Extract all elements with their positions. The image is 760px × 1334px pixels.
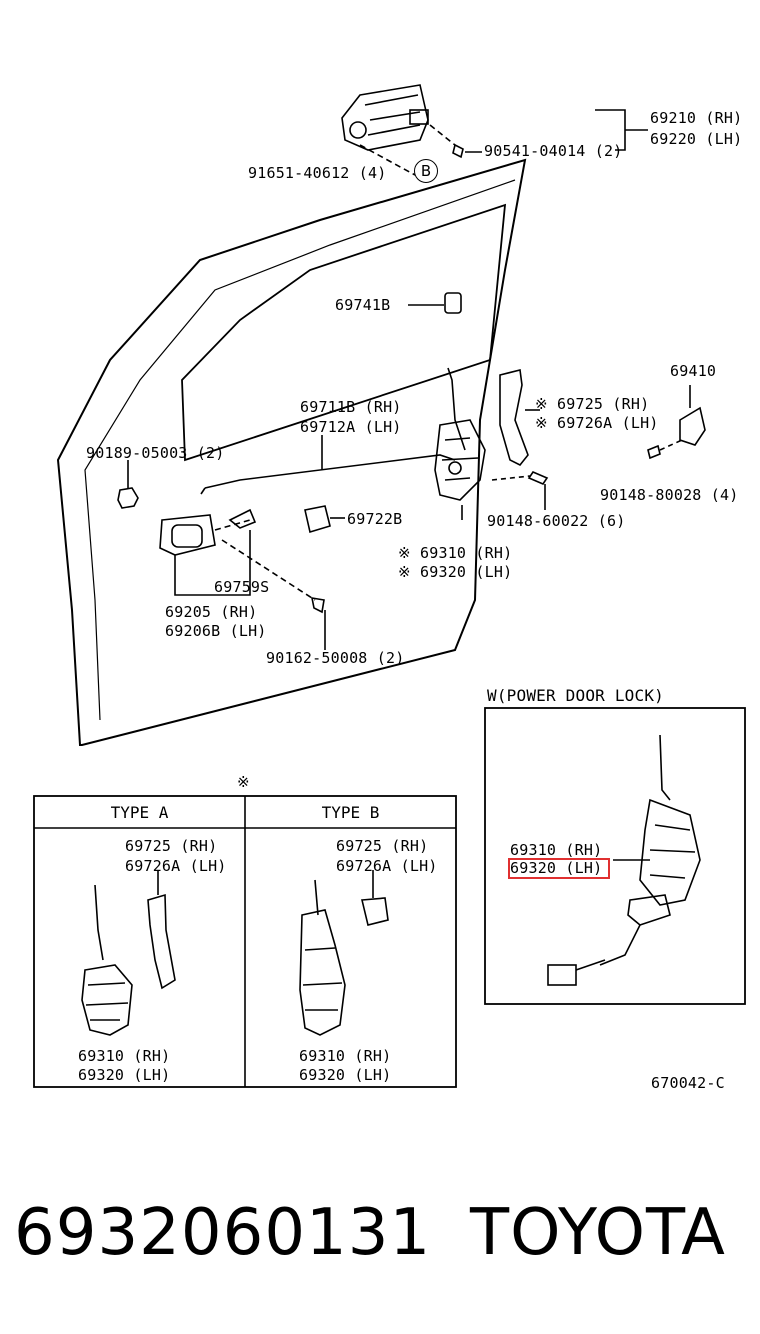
label-tb-guide-lh: 69726A (LH) — [336, 857, 438, 875]
clip-90189 — [117, 460, 139, 509]
screw-90148-6 — [491, 471, 549, 510]
label-rod-lh: 69712A (LH) — [300, 418, 402, 436]
outside-handle — [341, 84, 648, 176]
label-tb-lock-rh: 69310 (RH) — [299, 1047, 392, 1065]
label-handle-lh: 69220 (LH) — [650, 130, 743, 148]
clip-69741b — [408, 292, 462, 314]
label-lock-lh: ※ 69320 (LH) — [398, 563, 513, 581]
lock-rod — [200, 435, 456, 495]
label-inner-rh: 69205 (RH) — [165, 603, 258, 621]
label-striker: 69410 — [670, 362, 717, 380]
label-ta-lock-lh: 69320 (LH) — [78, 1066, 171, 1084]
type-table — [33, 795, 457, 1088]
door-lock-main — [434, 367, 486, 520]
label-clip-69741b: 69741B — [335, 296, 391, 314]
inside-handle — [159, 508, 326, 650]
asterisk-note: ※ — [237, 773, 250, 791]
label-ta-guide-rh: 69725 (RH) — [125, 837, 218, 855]
label-pl-lh-highlighted: 69320 (LH) — [507, 858, 611, 879]
label-ta-lock-rh: 69310 (RH) — [78, 1047, 171, 1065]
label-cover-69722b: 69722B — [347, 510, 403, 528]
label-clip-90189: 90189-05003 (2) — [86, 444, 225, 462]
label-screw-90148-4: 90148-80028 (4) — [600, 486, 739, 504]
label-rod-rh: 69711B (RH) — [300, 398, 402, 416]
striker-69410 — [647, 385, 706, 460]
label-ta-guide-lh: 69726A (LH) — [125, 857, 227, 875]
label-clip-69759s: 69759S — [214, 578, 270, 596]
door-outline — [56, 158, 527, 746]
type-b-header: TYPE B — [321, 803, 380, 822]
power-lock-title: W(POWER DOOR LOCK) — [487, 686, 664, 705]
label-tb-lock-lh: 69320 (LH) — [299, 1066, 392, 1084]
cover-69722b — [304, 505, 345, 534]
label-screw-90148-6: 90148-60022 (6) — [487, 512, 626, 530]
guide-69725 — [499, 369, 540, 467]
label-handle-rh: 69210 (RH) — [650, 109, 743, 127]
figure-code: 670042-C — [651, 1074, 725, 1092]
power-lock-box — [484, 707, 746, 1005]
brand-name: TOYOTA — [470, 1196, 726, 1270]
label-guide-lh: ※ 69726A (LH) — [535, 414, 659, 432]
label-pl-rh: 69310 (RH) — [510, 841, 603, 859]
label-guide-rh: ※ 69725 (RH) — [535, 395, 650, 413]
label-bolt-90541: 90541-04014 (2) — [484, 142, 623, 160]
label-lock-rh: ※ 69310 (RH) — [398, 544, 513, 562]
type-a-header: TYPE A — [110, 803, 169, 822]
label-screw-91651: 91651-40612 (4) — [248, 164, 387, 182]
label-tb-guide-rh: 69725 (RH) — [336, 837, 429, 855]
part-number: 6932060131 — [14, 1196, 432, 1270]
label-screw-90162: 90162-50008 (2) — [266, 649, 405, 667]
b-marker: B — [414, 159, 438, 183]
label-inner-lh: 69206B (LH) — [165, 622, 267, 640]
